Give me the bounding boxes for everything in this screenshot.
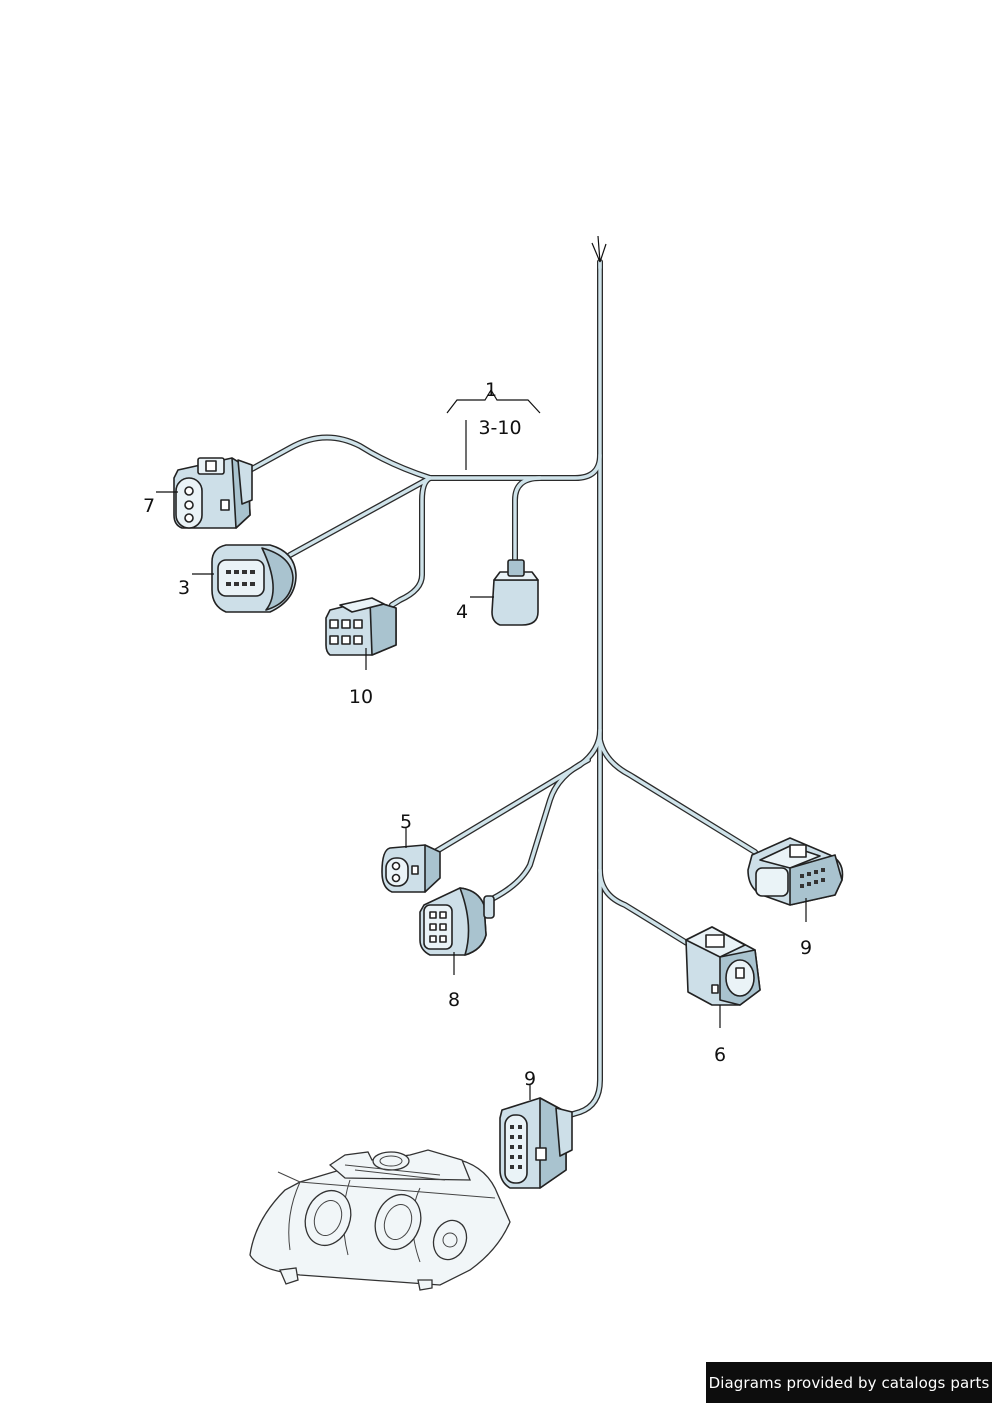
wire-segment-core (513, 476, 542, 564)
callout-4: 4 (456, 601, 468, 623)
connector-5[interactable] (381, 844, 441, 893)
wire-segment (557, 259, 603, 1121)
wire-segment (597, 737, 758, 855)
leader-lines (156, 491, 807, 1100)
connector-7[interactable] (173, 457, 253, 529)
callout-7: 7 (143, 495, 155, 517)
wire-segment-core (488, 758, 590, 902)
connector-8[interactable] (419, 887, 495, 956)
wire-segment-core (598, 738, 757, 854)
wire-segment (247, 434, 433, 481)
group-bracket (446, 388, 541, 470)
callout-9-right: 9 (800, 937, 812, 959)
wire-segment-core (288, 476, 432, 557)
connector-9-right[interactable] (747, 837, 844, 906)
wire-cut-end (591, 235, 607, 263)
connector-10[interactable] (325, 597, 397, 656)
callout-labels: 1 3-10 7 3 4 10 5 8 9 6 9 (143, 379, 812, 1090)
wire-segment-core (598, 868, 692, 947)
wire-segment-core (390, 476, 432, 607)
wire-segment-core (248, 435, 432, 480)
wire-segment (512, 475, 543, 565)
callout-group-range: 3-10 (478, 417, 521, 439)
callout-8: 8 (448, 989, 460, 1011)
connector-6[interactable] (685, 926, 761, 1006)
connector-3[interactable] (211, 544, 297, 613)
callout-10: 10 (349, 686, 373, 708)
headlamp-illustration (249, 1149, 511, 1291)
wire-segment-core (558, 260, 602, 1120)
wire-segment-core (428, 453, 602, 480)
harness-wires (247, 259, 758, 1121)
connector-4[interactable] (491, 559, 539, 626)
credit-text: Diagrams provided by catalogs parts (708, 1373, 990, 1392)
wire-segment (427, 452, 603, 481)
callout-5: 5 (400, 811, 412, 833)
callout-9-bottom: 9 (524, 1068, 536, 1090)
credit-footer: Diagrams provided by catalogs parts (706, 1362, 992, 1403)
callout-6: 6 (714, 1044, 726, 1066)
callout-3: 3 (178, 577, 190, 599)
wire-segment (432, 727, 603, 855)
connector-9-bottom[interactable] (499, 1097, 573, 1189)
callout-group: 1 (485, 379, 497, 401)
wire-segment (597, 867, 693, 948)
